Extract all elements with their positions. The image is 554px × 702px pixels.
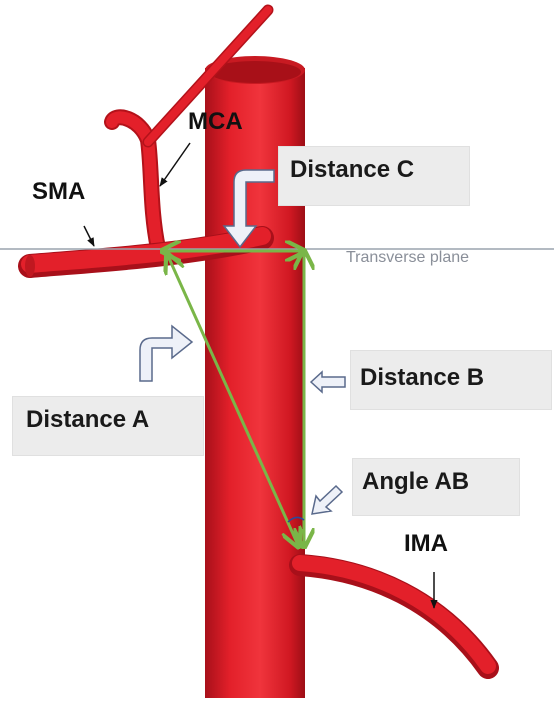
measurement-lines xyxy=(164,251,304,545)
up-right-arrow-icon xyxy=(139,324,194,382)
ima-vessel xyxy=(289,554,499,679)
pointer-arrows xyxy=(83,142,438,609)
distance-a-label: Distance A xyxy=(26,406,150,433)
sma-label: SMA xyxy=(32,178,86,205)
ima-label: IMA xyxy=(404,530,448,557)
distance-b-label: Distance B xyxy=(360,364,485,391)
angle-ab-box xyxy=(352,458,520,516)
mca-pointer xyxy=(159,142,191,187)
mca-vessel xyxy=(104,4,274,256)
distance-c-label: Distance C xyxy=(290,156,415,183)
distance-a-box xyxy=(12,396,204,456)
angle-ab-label: Angle AB xyxy=(362,468,470,495)
sma-pointer xyxy=(83,225,95,247)
distance-a-line xyxy=(168,256,298,545)
angle-ab-arc xyxy=(287,516,305,523)
down-arrow-icon xyxy=(222,169,275,249)
distance-c-box xyxy=(278,146,470,206)
mca-label: MCA xyxy=(188,108,243,135)
left-arrow-icon xyxy=(309,370,346,394)
distance-b-box xyxy=(350,350,552,410)
down-left-arrow-icon xyxy=(311,484,344,515)
transverse-plane-label: Transverse plane xyxy=(346,249,470,266)
